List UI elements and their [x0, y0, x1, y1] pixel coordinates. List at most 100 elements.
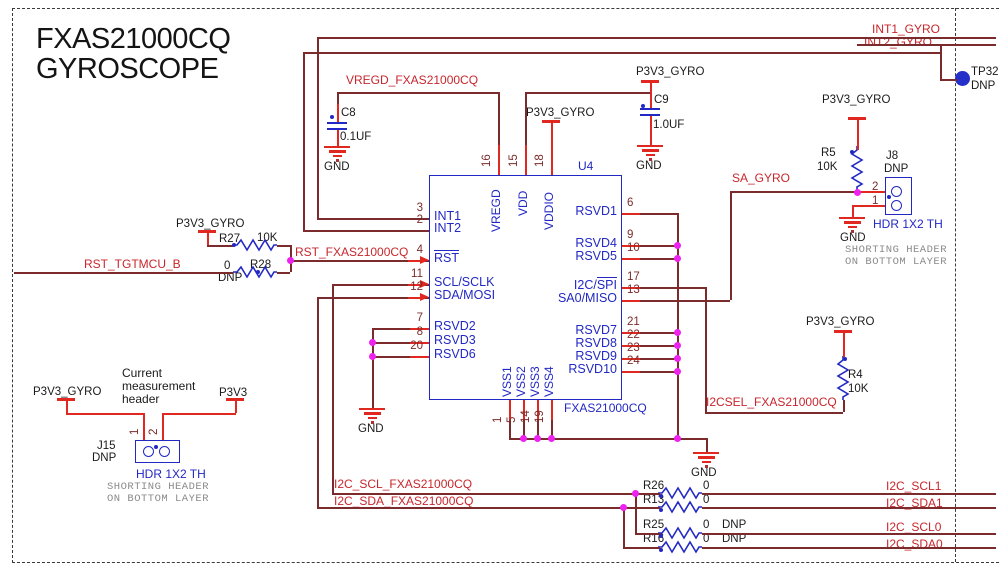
pin-name-INT1: INT1 — [434, 209, 462, 223]
refdes-R27: R27 — [219, 233, 241, 245]
pin1-marker-dot — [256, 270, 260, 274]
wire-segment — [537, 420, 539, 438]
pin-name-VDDIO: VDDIO — [542, 191, 556, 230]
value-R27: 10K — [257, 232, 278, 244]
pin-number-RSVD6: 20 — [410, 340, 423, 352]
junction-dot — [673, 241, 681, 249]
refdes-J8: J8 — [886, 150, 899, 162]
pin-stub — [143, 413, 145, 440]
net-label-rst-fxas: RST_FXAS21000CQ — [295, 245, 409, 259]
wire-segment — [551, 420, 553, 438]
sheet-partition-line — [955, 8, 956, 562]
pin-stub — [622, 287, 640, 289]
pin-stub — [622, 345, 640, 347]
pin-number-INT2: 2 — [416, 214, 423, 226]
value-R25: 0 — [703, 519, 710, 531]
wire-segment — [303, 52, 940, 54]
pin-stub — [852, 205, 854, 218]
pin-name-RSVD3: RSVD3 — [434, 333, 476, 347]
net-label-i2c-sda1: I2C_SDA1 — [886, 496, 943, 510]
pin-stub — [650, 116, 652, 145]
pin-stub — [66, 413, 144, 415]
value-R28: 0 — [224, 260, 231, 272]
wire-segment — [702, 493, 996, 495]
pin-stub — [410, 356, 429, 358]
header-J15-pin2-circle — [159, 446, 170, 457]
wire-segment — [332, 284, 334, 493]
net-label-sa-gyro: SA_GYRO — [732, 171, 791, 185]
wire-segment — [277, 245, 290, 247]
note-J15-line2: ON BOTTOM LAYER — [107, 493, 210, 505]
wire-segment — [623, 507, 625, 547]
pin1-marker-dot — [641, 104, 645, 108]
pin-name-RSVD9: RSVD9 — [575, 349, 617, 363]
power-rail-symbol — [57, 398, 75, 401]
wire-segment — [317, 37, 996, 39]
pin-name-RSVD10: RSVD10 — [568, 362, 617, 376]
pin-name-RSVD5: RSVD5 — [575, 249, 617, 263]
resistor-R26 — [658, 486, 702, 500]
resistor-R28 — [233, 265, 277, 279]
net-label-i2c-sda-fxas: I2C_SDA_FXAS21000CQ — [334, 494, 474, 508]
wire-segment — [622, 371, 677, 373]
pin-stub — [551, 400, 553, 420]
wire-segment — [525, 92, 650, 94]
pin-number-RSVD3: 8 — [416, 326, 423, 338]
pin-number-VREGD: 16 — [481, 154, 493, 167]
ic-part-number: FXAS21000CQ — [564, 401, 647, 415]
pin-stub — [235, 400, 237, 413]
header-J15-marker-dot — [154, 445, 158, 449]
junction-dot — [286, 256, 294, 264]
pin-stub — [408, 297, 424, 299]
dnp-TP32: DNP — [971, 80, 996, 92]
gnd-label: GND — [324, 161, 350, 173]
pin-stub — [523, 400, 525, 420]
annotation-current-line2: measurement — [122, 379, 196, 393]
pin-stub — [410, 328, 429, 330]
header-J15-pin1-circle — [143, 446, 154, 457]
resistor-R4 — [836, 356, 850, 400]
wire-segment — [317, 507, 623, 509]
pin-stub — [498, 145, 500, 175]
pin-arrowhead — [420, 255, 429, 264]
pin-number-SDA/MOSI: 12 — [410, 281, 423, 293]
pin-name-VSS3: VSS3 — [528, 366, 542, 397]
wire-segment — [635, 493, 637, 533]
value-R5: 10K — [817, 161, 838, 173]
wire-segment — [372, 342, 429, 344]
refdes-R16: R16 — [643, 533, 665, 545]
junction-dot — [853, 188, 861, 196]
pin-arrowhead — [420, 292, 429, 301]
power-label-p3v3-gyro: P3V3_GYRO — [526, 107, 595, 119]
power-label-p3v3: P3V3 — [219, 387, 248, 399]
pin-number-VSS3: 14 — [520, 410, 532, 423]
junction-dot — [673, 367, 681, 375]
pin-number-RSVD5: 10 — [627, 242, 640, 254]
pin-stub — [207, 232, 209, 245]
value-R13: 0 — [703, 494, 710, 506]
resistor-R5 — [850, 146, 864, 190]
value-C8: 0.1UF — [340, 131, 372, 143]
wire-segment — [940, 44, 942, 80]
type-J8: HDR 1X2 TH — [873, 217, 943, 231]
wire-segment — [702, 547, 996, 549]
header-J15 — [135, 440, 180, 463]
pin-number-VSS1: 1 — [492, 416, 504, 423]
pin-number-I2C/SPI: 17 — [627, 271, 640, 283]
wire-segment — [622, 332, 677, 334]
pin-stub — [859, 191, 885, 193]
wire-segment — [332, 493, 635, 495]
wire-segment — [940, 79, 957, 81]
pin-arrowhead — [420, 279, 429, 288]
wire-segment — [337, 92, 498, 94]
note-J15-line1: SHORTING HEADER — [107, 481, 210, 493]
pin-stub — [66, 400, 68, 413]
net-label-i2c-scl0: I2C_SCL0 — [886, 520, 942, 534]
ic-refdes: U4 — [578, 159, 594, 173]
power-rail-symbol — [834, 330, 852, 333]
wire-segment — [677, 213, 679, 438]
pin-number-RSVD9: 23 — [627, 342, 640, 354]
pin-stub — [622, 300, 640, 302]
pin-number-RSVD10: 24 — [627, 355, 640, 367]
wire-segment — [332, 284, 429, 286]
